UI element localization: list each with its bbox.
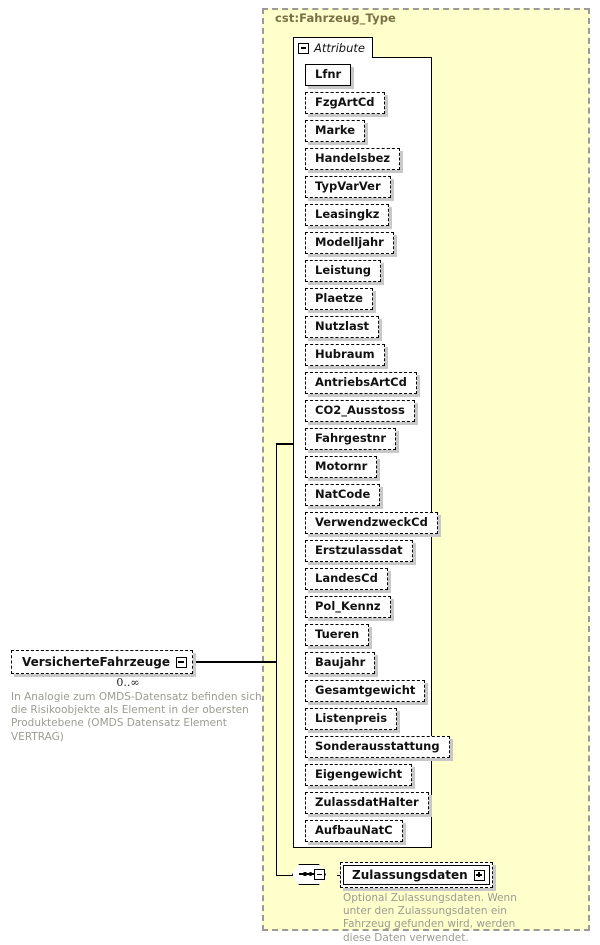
attribute-name-label: Nutzlast <box>315 319 370 334</box>
attribute-name-label: Erstzulassdat <box>315 543 403 558</box>
attribute-name-label: AufbauNatC <box>315 823 393 838</box>
attribute-node[interactable]: Leistung <box>305 260 382 282</box>
cardinality-label: 0..∞ <box>116 676 140 689</box>
attribute-name-label: Sonderausstattung <box>315 739 440 754</box>
attribute-node[interactable]: Handelsbez <box>305 148 401 170</box>
attribute-name-label: CO2_Ausstoss <box>315 403 405 418</box>
attribute-name-label: Leistung <box>315 263 372 278</box>
minus-icon[interactable] <box>175 656 187 668</box>
element-versichertefahrzeuge[interactable]: VersicherteFahrzeuge <box>11 650 193 674</box>
attribute-name-label: Baujahr <box>315 655 366 670</box>
attribute-node[interactable]: TypVarVer <box>305 176 391 198</box>
attribute-name-label: TypVarVer <box>315 179 381 194</box>
plus-icon[interactable] <box>473 869 485 881</box>
attribute-node[interactable]: ZulassdatHalter <box>305 792 429 814</box>
connector-to-attribute-group <box>275 443 294 445</box>
connector-vertical-trunk <box>275 443 278 876</box>
attribute-name-label: Tueren <box>315 627 360 642</box>
attribute-group-tab[interactable]: Attribute <box>293 37 373 58</box>
attribute-name-label: Pol_Kennz <box>315 599 381 614</box>
attribute-name-label: Lfnr <box>315 67 342 82</box>
attribute-node[interactable]: CO2_Ausstoss <box>305 400 415 422</box>
attribute-node[interactable]: Leasingkz <box>305 204 390 226</box>
attribute-node[interactable]: Marke <box>305 120 366 142</box>
attribute-name-label: Gesamtgewicht <box>315 683 416 698</box>
attribute-name-label: Listenpreis <box>315 711 388 726</box>
attribute-node[interactable]: Modelljahr <box>305 232 394 254</box>
attribute-node[interactable]: AufbauNatC <box>305 820 403 842</box>
minus-icon[interactable] <box>314 869 325 880</box>
element-name-label: Zulassungsdaten <box>352 868 468 882</box>
attribute-name-label: Modelljahr <box>315 235 384 250</box>
attribute-node[interactable]: Baujahr <box>305 652 376 674</box>
attribute-name-label: Leasingkz <box>315 207 380 222</box>
attribute-node[interactable]: Hubraum <box>305 344 385 366</box>
minus-icon[interactable] <box>298 42 309 54</box>
element-zulassungsdaten-inner: Zulassungsdaten <box>343 865 490 885</box>
sequence-dot <box>303 872 307 876</box>
attribute-node[interactable]: Lfnr <box>305 64 352 86</box>
attribute-name-label: Fahrgestnr <box>315 431 387 446</box>
attribute-name-label: Handelsbez <box>315 151 391 166</box>
connector-sequence-to-child <box>337 874 342 877</box>
attribute-node[interactable]: FzgArtCd <box>305 92 385 114</box>
attribute-group-label: Attribute <box>314 41 365 55</box>
attribute-name-label: Motornr <box>315 459 368 474</box>
element-zulassungsdaten[interactable]: Zulassungsdaten <box>340 862 493 888</box>
attribute-node[interactable]: Tueren <box>305 624 370 646</box>
attribute-name-label: Plaetze <box>315 291 363 306</box>
attribute-node[interactable]: Fahrgestnr <box>305 428 397 450</box>
connector-to-sequence <box>275 874 294 877</box>
attribute-name-label: FzgArtCd <box>315 95 375 110</box>
attribute-node[interactable]: Erstzulassdat <box>305 540 413 562</box>
attribute-node[interactable]: AntriebsArtCd <box>305 372 417 394</box>
attribute-name-label: NatCode <box>315 487 371 502</box>
attribute-node[interactable]: Plaetze <box>305 288 373 310</box>
attribute-name-label: AntriebsArtCd <box>315 375 407 390</box>
attribute-node[interactable]: Pol_Kennz <box>305 596 391 618</box>
attribute-node[interactable]: LandesCd <box>305 568 388 590</box>
attribute-node[interactable]: Listenpreis <box>305 708 398 730</box>
attribute-node[interactable]: Eigengewicht <box>305 764 413 786</box>
attribute-name-label: VerwendzweckCd <box>315 515 428 530</box>
child-documentation: Optional Zulassungsdaten. Wenn unter den… <box>343 892 517 944</box>
attribute-name-label: Hubraum <box>315 347 375 362</box>
connector-root-to-type <box>149 661 277 663</box>
element-documentation: In Analogie zum OMDS-Datensatz befinden … <box>11 691 262 743</box>
attribute-name-label: LandesCd <box>315 571 378 586</box>
attribute-node[interactable]: VerwendzweckCd <box>305 512 438 534</box>
attribute-name-label: ZulassdatHalter <box>315 795 419 810</box>
attribute-node[interactable]: Motornr <box>305 456 378 478</box>
attribute-name-label: Marke <box>315 123 356 138</box>
sequence-dot <box>308 872 313 876</box>
element-name-label: VersicherteFahrzeuge <box>22 655 170 669</box>
attribute-node[interactable]: Nutzlast <box>305 316 380 338</box>
attribute-name-label: Eigengewicht <box>315 767 403 782</box>
attribute-node[interactable]: Sonderausstattung <box>305 736 450 758</box>
complex-type-title: cst:Fahrzeug_Type <box>275 11 396 25</box>
attribute-node[interactable]: NatCode <box>305 484 381 506</box>
attribute-node[interactable]: Gesamtgewicht <box>305 680 426 702</box>
